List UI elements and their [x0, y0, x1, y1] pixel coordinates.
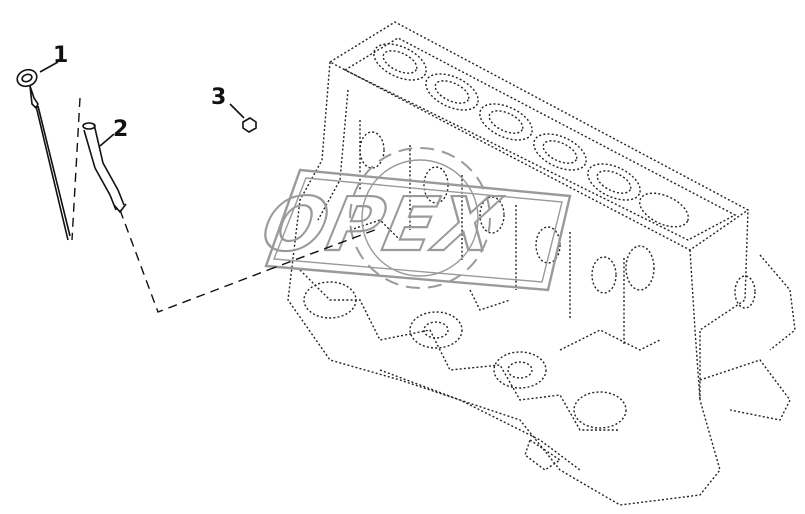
- fastener-head: [242, 117, 257, 133]
- callout-2: 2: [113, 117, 128, 142]
- part-1-dipstick: [16, 61, 71, 241]
- dipstick-handle-ring: [16, 68, 38, 88]
- callouts: 1 2 3: [53, 43, 226, 142]
- callout-1-leader: [39, 61, 59, 73]
- crankcase: [299, 219, 661, 471]
- watermark-gear: [349, 147, 491, 289]
- tube-to-block-line: [119, 209, 269, 313]
- callout-3: 3: [211, 85, 226, 110]
- dipstick-cap: [29, 85, 39, 110]
- part-3-fastener: [229, 103, 257, 133]
- watermark: OPEX: [254, 147, 572, 292]
- dipstick-insertion-line: [71, 97, 81, 241]
- callout-2-leader: [99, 133, 115, 147]
- block-side-details: [359, 120, 796, 421]
- callout-3-leader: [229, 103, 245, 119]
- part-2-dipstick-tube: [82, 122, 127, 214]
- tube-left-edge: [83, 129, 117, 211]
- assembly-leader-lines: [71, 97, 381, 313]
- callout-1: 1: [53, 43, 68, 68]
- watermark-text: OPEX: [255, 182, 507, 268]
- dipstick-blade: [35, 105, 69, 241]
- tube-port-line: [267, 227, 381, 271]
- watermark-frame: [264, 168, 572, 292]
- tube-right-edge: [93, 123, 125, 206]
